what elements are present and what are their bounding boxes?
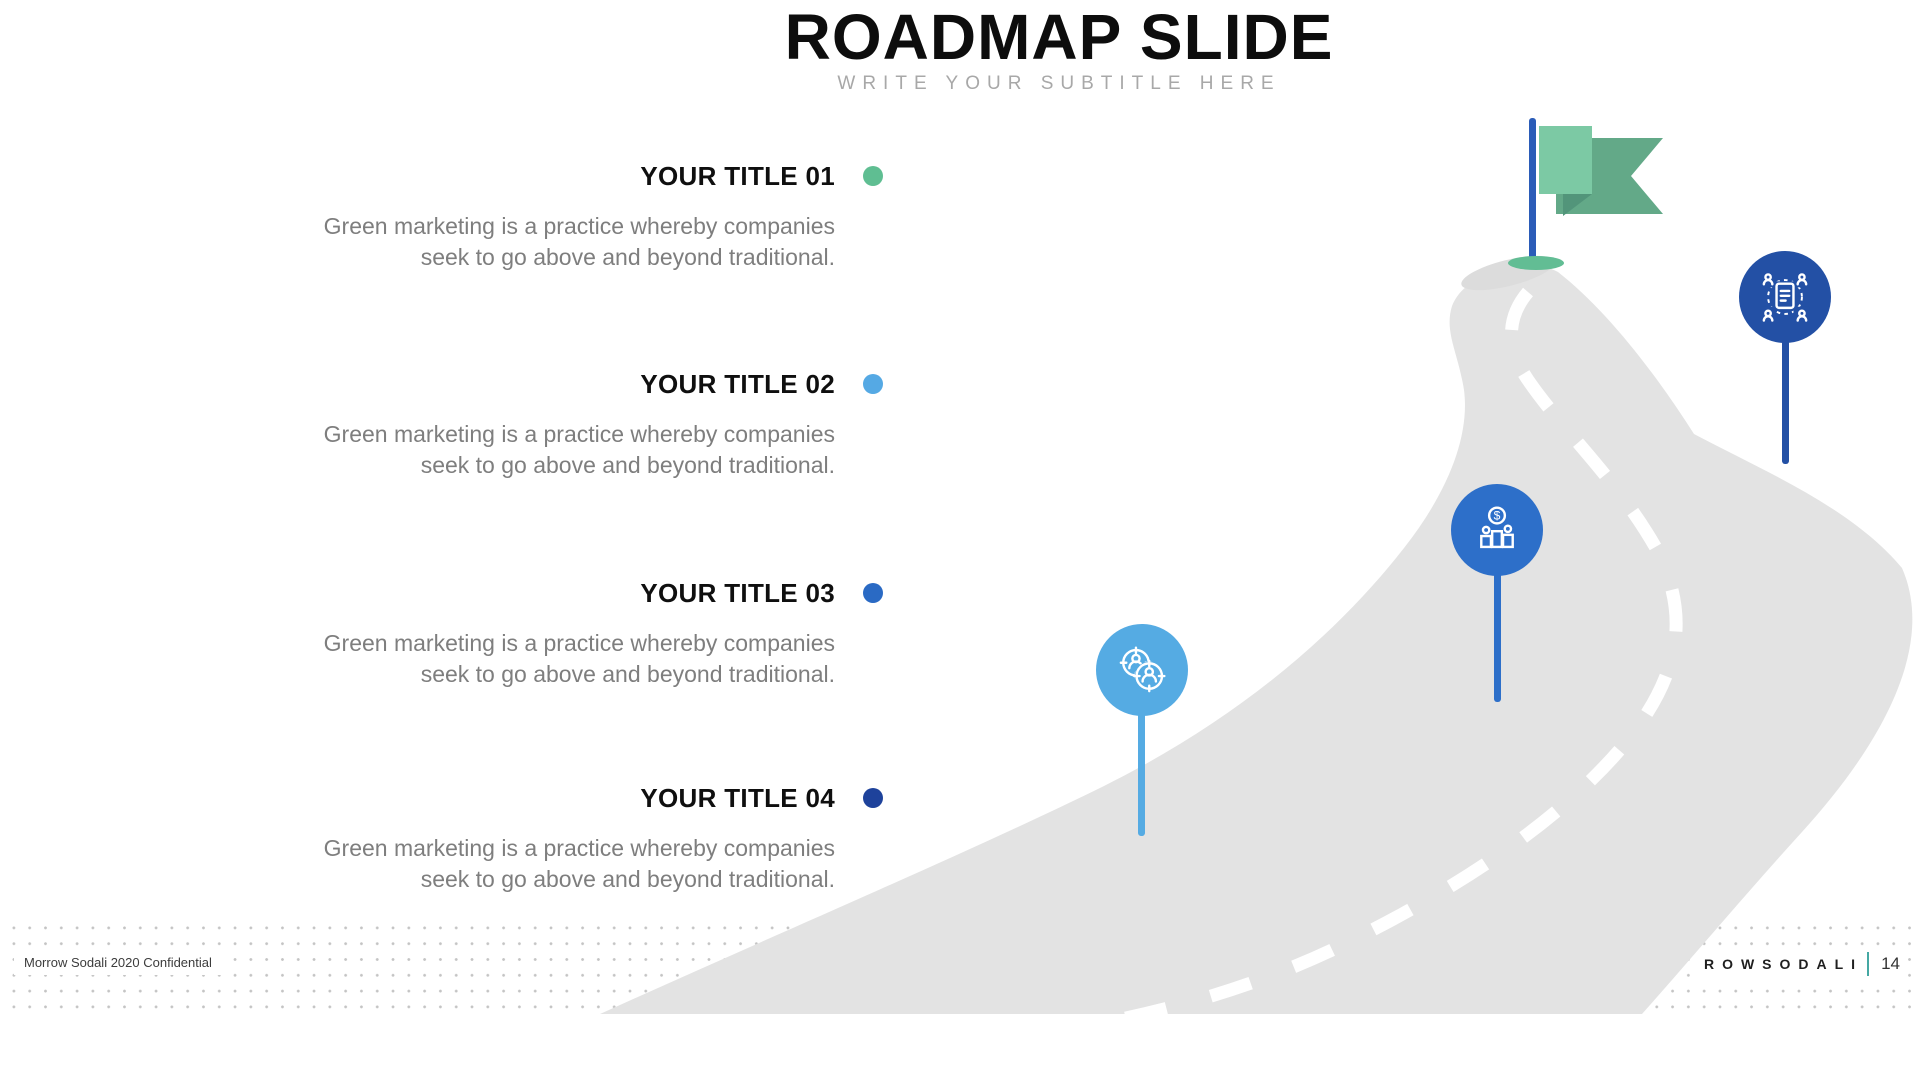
flag-banner-front bbox=[1539, 126, 1592, 194]
flag-base bbox=[1508, 256, 1564, 270]
item-title: YOUR TITLE 01 bbox=[640, 161, 835, 191]
footer-separator bbox=[1867, 952, 1870, 976]
flag-icon bbox=[1508, 118, 1663, 270]
footer-brand-block: ROWSODALI 14 bbox=[1697, 948, 1906, 980]
slide-subtitle: WRITE YOUR SUBTITLE HERE bbox=[837, 73, 1281, 94]
slide-title: ROADMAP SLIDE bbox=[784, 1, 1334, 73]
item-body: Green marketing is a practice whereby co… bbox=[323, 835, 835, 892]
header: ROADMAP SLIDE WRITE YOUR SUBTITLE HERE bbox=[559, 1, 1559, 95]
timeline-item-2: YOUR TITLE 02 Green marketing is a pract… bbox=[195, 367, 883, 481]
funding-podium-icon: $ bbox=[1480, 506, 1514, 549]
milestone-dot-icon bbox=[863, 374, 883, 394]
milestone-circle-3 bbox=[1739, 251, 1831, 343]
milestone-stick-2 bbox=[1494, 572, 1501, 702]
milestone-stick-3 bbox=[1782, 340, 1789, 464]
milestone-stick-1 bbox=[1138, 712, 1145, 836]
svg-text:$: $ bbox=[1494, 509, 1501, 523]
milestone-dot-icon bbox=[863, 788, 883, 808]
document-collaboration-icon bbox=[1760, 270, 1810, 324]
road-centerline bbox=[1084, 287, 1683, 1033]
footer-logo-text: ROWSODALI bbox=[1703, 956, 1864, 972]
milestone-dot-icon bbox=[863, 166, 883, 186]
item-body: Green marketing is a practice whereby co… bbox=[323, 421, 835, 478]
item-title: YOUR TITLE 04 bbox=[640, 783, 835, 813]
item-body: Green marketing is a practice whereby co… bbox=[323, 213, 835, 270]
timeline-item-3: YOUR TITLE 03 Green marketing is a pract… bbox=[195, 576, 883, 690]
item-title: YOUR TITLE 03 bbox=[640, 578, 835, 608]
item-title: YOUR TITLE 02 bbox=[640, 369, 835, 399]
item-body: Green marketing is a practice whereby co… bbox=[323, 630, 835, 687]
flag-pole bbox=[1529, 118, 1536, 266]
flag-banner-fold bbox=[1563, 194, 1592, 216]
timeline-item-1: YOUR TITLE 01 Green marketing is a pract… bbox=[195, 159, 883, 273]
page-number: 14 bbox=[1881, 954, 1900, 973]
timeline-item-4: YOUR TITLE 04 Green marketing is a pract… bbox=[195, 781, 883, 895]
milestone-circle-2: $ bbox=[1451, 484, 1543, 576]
footer-confidential-text: Morrow Sodali 2020 Confidential bbox=[14, 950, 222, 975]
audience-targeting-icon bbox=[1119, 646, 1166, 693]
milestone-dot-icon bbox=[863, 583, 883, 603]
milestone-circle-1 bbox=[1096, 624, 1188, 716]
